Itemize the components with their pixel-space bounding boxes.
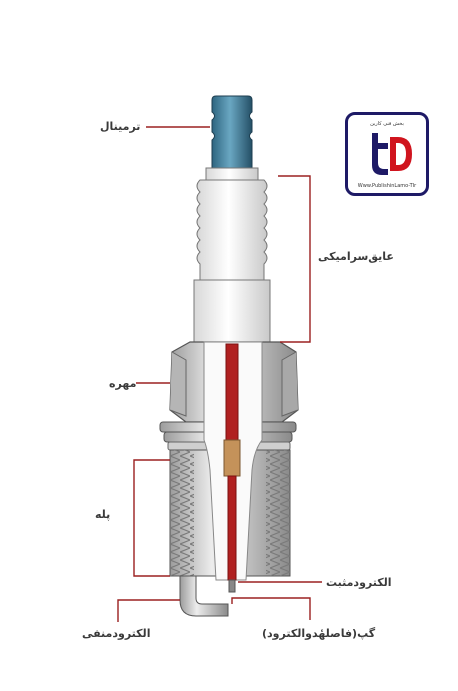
label-ground-electrode: الکترودمنفی xyxy=(82,627,151,640)
label-terminal: ترمینال xyxy=(100,120,141,133)
terminal-part xyxy=(211,95,253,171)
leader-lines xyxy=(117,126,322,622)
ground-electrode xyxy=(179,575,229,617)
brand-logo: بخش فنی کاربن Www.PublishinLamo-TIr xyxy=(345,112,429,196)
label-center-electrode: الکترودمثبت xyxy=(326,576,392,589)
ceramic-insulator xyxy=(193,167,271,343)
logo-top-text: بخش فنی کاربن xyxy=(370,121,404,127)
logo-bottom-text: Www.PublishinLamo-TIr xyxy=(357,183,417,189)
leader-insulator xyxy=(278,175,311,343)
label-thread: پله xyxy=(95,508,111,521)
leader-thread xyxy=(133,459,170,577)
leader-ground xyxy=(117,599,180,622)
center-electrode-core xyxy=(223,343,241,593)
label-insulator: عایق‌سرامیکی xyxy=(318,250,394,263)
leader-gap xyxy=(231,597,311,620)
label-nut: مهره xyxy=(109,377,137,390)
label-gap: گپ(فاصلهٔدوالکترود) xyxy=(262,627,376,640)
logo-mark-icon xyxy=(372,133,412,175)
